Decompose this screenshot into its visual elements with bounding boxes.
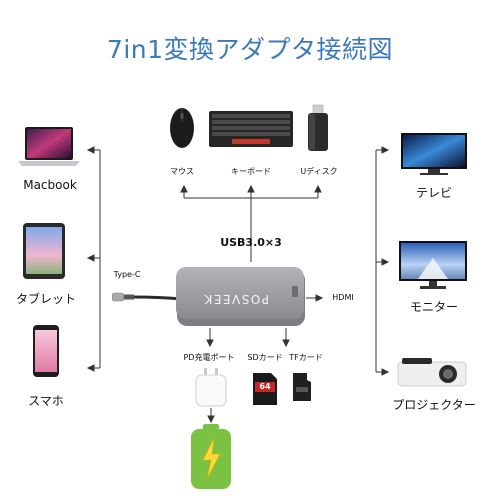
usb-device-label-mouse: マウス <box>170 167 194 176</box>
device-label-monitor: モニター <box>409 300 458 314</box>
device-label-smartphone: スマホ <box>28 394 64 408</box>
sd-card-label: SDカード <box>247 353 283 362</box>
device-label-tv: テレビ <box>415 186 452 200</box>
charger-icon <box>195 368 227 407</box>
tablet-icon <box>23 223 65 279</box>
usb-drive-icon <box>308 104 328 151</box>
usb-port-label: USB3.0×3 <box>220 236 282 249</box>
device-label-macbook: Macbook <box>23 178 77 192</box>
monitor-icon <box>399 241 467 289</box>
smartphone-icon <box>33 325 59 377</box>
type-c-cable <box>112 292 182 302</box>
device-label-tablet: タブレット <box>15 292 76 306</box>
battery-icon <box>191 424 231 489</box>
usb-device-label-keyboard: キーボード <box>231 167 271 176</box>
tf-card-icon <box>293 373 311 401</box>
hdmi-label: HDMI <box>332 293 354 302</box>
laptop-icon <box>18 127 80 166</box>
type-c-label: Type-C <box>113 270 141 279</box>
tf-card-label: TFカード <box>289 353 323 362</box>
keyboard-icon <box>209 111 293 147</box>
device-label-projector: プロジェクター <box>392 398 476 412</box>
pd-port-label: PD充電ポート <box>183 353 235 362</box>
usb-device-label-udisk: Uディスク <box>300 167 338 176</box>
hub-brand-label: POSVEEK <box>202 292 270 306</box>
mouse-icon <box>170 108 194 148</box>
sd-card-icon <box>253 373 277 405</box>
sd-card-capacity: 64 <box>259 382 271 391</box>
projector-icon <box>397 358 467 387</box>
usb-c-hub <box>176 267 305 326</box>
tv-icon <box>401 133 467 175</box>
diagram-title: 7in1変換アダプタ接続図 <box>106 35 394 64</box>
